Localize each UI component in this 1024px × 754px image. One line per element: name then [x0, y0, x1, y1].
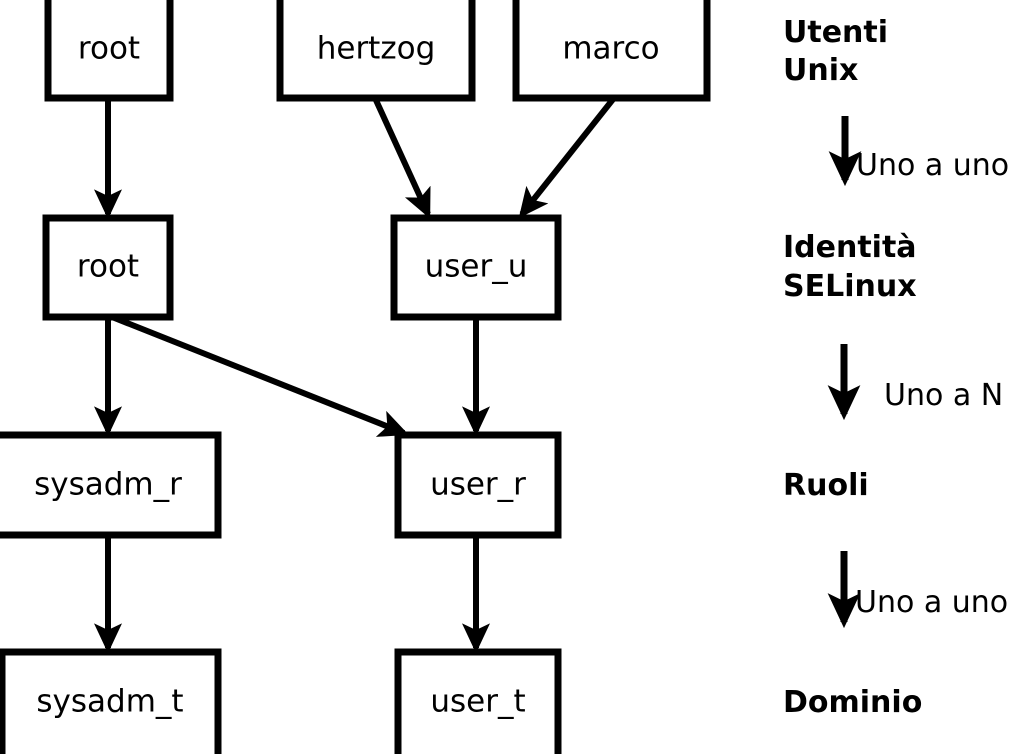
legend-level-domains: Dominio — [783, 685, 922, 720]
edge-group — [93, 96, 617, 654]
legend-level-selinux-identities: Identità SELinux — [783, 230, 917, 304]
node-unix-hertzog[interactable]: hertzog — [276, 0, 476, 102]
legend-level-label-line2: SELinux — [783, 269, 917, 304]
node-label: root — [77, 249, 139, 285]
legend-relation-users-to-identities: Uno a uno — [828, 116, 1009, 187]
node-unix-marco[interactable]: marco — [512, 0, 711, 102]
node-label: user_t — [430, 684, 525, 720]
legend-column: Utenti Unix Uno a uno Identità SELinux U… — [783, 15, 1009, 720]
node-domain-sysadm-t[interactable]: sysadm_t — [0, 648, 222, 754]
legend-relation-identities-to-roles: Uno a N — [827, 344, 1003, 421]
legend-level-label-line1: Ruoli — [783, 468, 869, 503]
node-group: root hertzog marco root user_u — [0, 0, 711, 754]
legend-level-unix-users: Utenti Unix — [783, 15, 888, 88]
legend-level-roles: Ruoli — [783, 468, 869, 503]
node-label: marco — [562, 31, 659, 67]
node-identity-root[interactable]: root — [42, 214, 174, 321]
node-unix-root[interactable]: root — [44, 0, 174, 102]
legend-level-label-line1: Dominio — [783, 685, 922, 720]
legend-relation-label: Uno a N — [884, 378, 1003, 413]
node-label: user_r — [430, 467, 526, 503]
node-domain-user-t[interactable]: user_t — [394, 648, 562, 754]
edge-hertzog-to-user-u — [372, 96, 431, 219]
node-label: root — [78, 31, 140, 67]
node-role-sysadm-r[interactable]: sysadm_r — [0, 431, 222, 539]
node-label: sysadm_r — [34, 467, 182, 503]
edge-marco-to-user-u — [518, 96, 617, 219]
node-label: user_u — [425, 249, 528, 285]
node-label: hertzog — [317, 31, 436, 67]
legend-relation-label: Uno a uno — [856, 148, 1009, 183]
node-identity-user-u[interactable]: user_u — [390, 214, 562, 321]
legend-level-label-line2: Unix — [783, 53, 858, 88]
legend-relation-label: Uno a uno — [855, 585, 1008, 620]
legend-level-label-line1: Utenti — [783, 15, 888, 50]
legend-relation-roles-to-domains: Uno a uno — [827, 551, 1008, 629]
node-label: sysadm_t — [36, 684, 183, 720]
legend-level-label-line1: Identità — [783, 230, 917, 265]
edge-identity-root-to-user-r — [110, 314, 409, 437]
node-role-user-r[interactable]: user_r — [394, 431, 562, 539]
